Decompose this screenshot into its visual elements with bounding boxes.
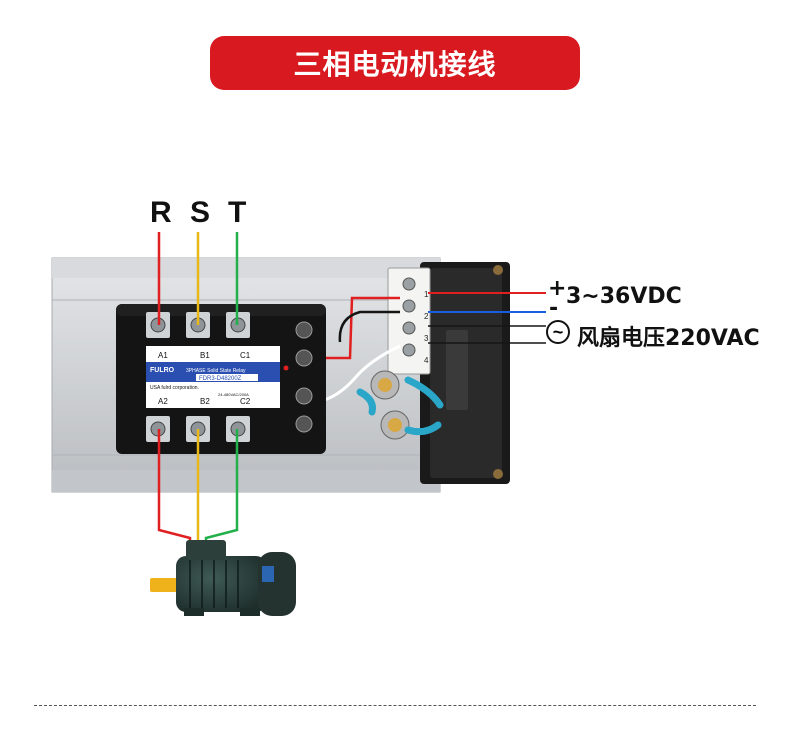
motor-shaft bbox=[150, 578, 180, 592]
terminal-number: 2 bbox=[424, 312, 429, 321]
fan-wire bbox=[338, 310, 400, 343]
thermostat-switches bbox=[356, 370, 444, 440]
terminal-number: 1 bbox=[424, 290, 429, 299]
motor-junction-box bbox=[186, 540, 226, 560]
fan-voltage-label: 风扇电压220VAC bbox=[577, 326, 760, 351]
dc-plus-sign: + bbox=[548, 276, 567, 301]
dc-minus-sign: - bbox=[549, 296, 559, 321]
relay-maker: USA fulrd corporation. bbox=[150, 385, 199, 391]
fan-screw bbox=[493, 469, 503, 479]
page-title: 三相电动机接线 bbox=[293, 48, 497, 81]
phase-label-r: R bbox=[150, 196, 172, 229]
phase-label-s: S bbox=[190, 196, 211, 229]
title-banner: 三相电动机接线 bbox=[210, 36, 580, 90]
terminal-label-c1: C1 bbox=[240, 351, 251, 360]
dc-voltage-label: 3~36VDC bbox=[566, 284, 682, 309]
terminal-number: 3 bbox=[424, 334, 429, 343]
terminal-number: 4 bbox=[424, 356, 429, 365]
three-phase-motor bbox=[150, 540, 296, 616]
ac-symbol-icon: ~ bbox=[546, 320, 570, 344]
solid-state-relay: A1 B1 C1 FULRO 3PHASE Solid State Relay … bbox=[116, 304, 326, 454]
control-wire bbox=[323, 344, 401, 402]
cooling-fan bbox=[420, 262, 510, 484]
relay-type: 3PHASE Solid State Relay bbox=[186, 368, 246, 374]
relay-rating: 24-480VAC/200A bbox=[218, 392, 249, 397]
terminal-block: 1 2 3 4 bbox=[387, 267, 431, 375]
relay-model: FDR3-D48200Z bbox=[199, 376, 242, 382]
control-wire-plus bbox=[316, 296, 400, 360]
motor-nameplate bbox=[262, 566, 274, 582]
indicator-led bbox=[283, 365, 289, 371]
terminal-label-b2: B2 bbox=[200, 397, 210, 406]
divider bbox=[34, 705, 756, 706]
fan-screw bbox=[493, 265, 503, 275]
phase-label-t: T bbox=[228, 196, 247, 229]
terminal-label-a1: A1 bbox=[158, 351, 168, 360]
relay-brand: FULRO bbox=[150, 367, 175, 374]
terminal-label-a2: A2 bbox=[158, 397, 168, 406]
terminal-label-b1: B1 bbox=[200, 351, 210, 360]
terminal-label-c2: C2 bbox=[240, 397, 251, 406]
